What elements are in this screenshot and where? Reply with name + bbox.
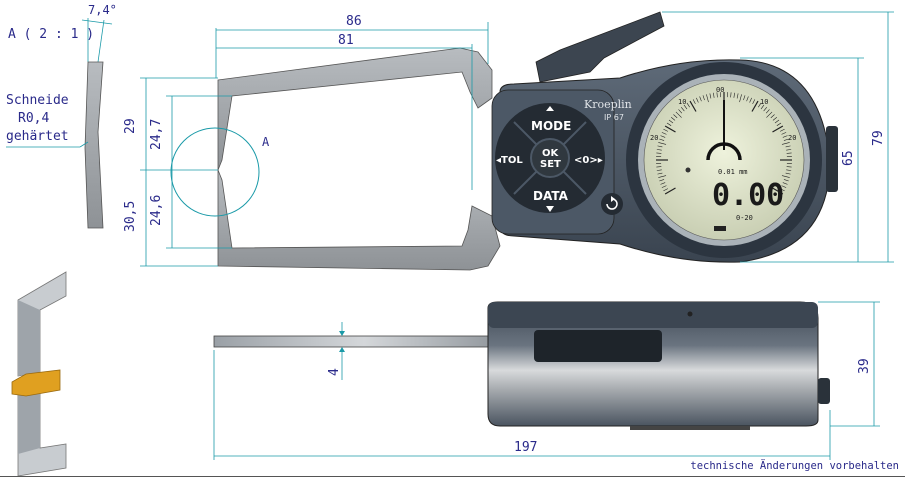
dim-30-5: 30,5 xyxy=(123,201,138,232)
side-knob-profile xyxy=(818,378,830,404)
lcd-range: 0-20 xyxy=(736,214,753,222)
angle-ext-right xyxy=(98,20,104,62)
side-lever-block xyxy=(534,330,662,362)
gauge-body: 00 10 10 20 20 0.01 mm 0.00 0-20 Kroepli… xyxy=(492,12,838,262)
detail-circle xyxy=(171,128,259,216)
dim-81: 81 xyxy=(338,33,354,48)
angle-dimension: 7,4° xyxy=(88,3,117,17)
scale-label-20-left: 20 xyxy=(650,134,658,142)
note-line2: R0,4 xyxy=(18,111,49,126)
side-view xyxy=(214,302,830,430)
dim-4: 4 xyxy=(327,368,342,376)
mode-button[interactable]: MODE xyxy=(531,119,571,133)
footer-note: technische Änderungen vorbehalten xyxy=(690,460,899,472)
side-jaw xyxy=(214,336,514,347)
zero-button[interactable]: <0>▸ xyxy=(574,155,603,166)
scale-label-20-right: 20 xyxy=(788,134,796,142)
note-line3: gehärtet xyxy=(6,129,69,144)
lcd-resolution: 0.01 mm xyxy=(718,168,748,176)
ip-rating: IP 67 xyxy=(604,113,624,122)
lcd-value: 0.00 xyxy=(712,178,784,213)
dim-86: 86 xyxy=(346,14,362,29)
ok-label: OK xyxy=(542,148,560,159)
side-foot xyxy=(630,426,750,430)
detail-label: A ( 2 : 1 ) xyxy=(8,27,94,42)
data-button[interactable]: DATA xyxy=(533,189,569,203)
detail-marker: A xyxy=(262,135,270,149)
side-top-cover xyxy=(488,302,818,328)
detail-a: A ( 2 : 1 ) 7,4° Schneide R0,4 gehärtet xyxy=(6,3,117,228)
set-label: SET xyxy=(540,159,561,170)
side-knob xyxy=(826,126,838,192)
dim-24-6: 24,6 xyxy=(149,195,164,226)
dim-24-7: 24,7 xyxy=(149,119,164,150)
tol-button[interactable]: ◂TOL xyxy=(496,155,523,166)
battery-icon xyxy=(714,226,726,231)
scale-label-00: 00 xyxy=(716,86,724,94)
dim-79: 79 xyxy=(871,130,886,146)
dim-197: 197 xyxy=(514,440,537,455)
lower-jaw-arm xyxy=(218,170,500,270)
jaw-front: A xyxy=(171,48,500,270)
note-line1: Schneide xyxy=(6,93,69,108)
dim-29: 29 xyxy=(123,118,138,134)
upper-jaw-arm xyxy=(218,48,492,170)
blade-profile xyxy=(85,62,103,228)
scale-label-10-left: 10 xyxy=(678,98,686,106)
angle-dim-line xyxy=(82,20,112,24)
brand-logo: Kroeplin xyxy=(584,98,632,111)
scale-label-10-right: 10 xyxy=(760,98,768,106)
lcd-dot xyxy=(686,168,691,173)
jaw-3d-profile xyxy=(12,272,66,476)
reset-button[interactable] xyxy=(601,193,623,215)
dim-65: 65 xyxy=(841,150,856,166)
dim-39: 39 xyxy=(857,358,872,374)
